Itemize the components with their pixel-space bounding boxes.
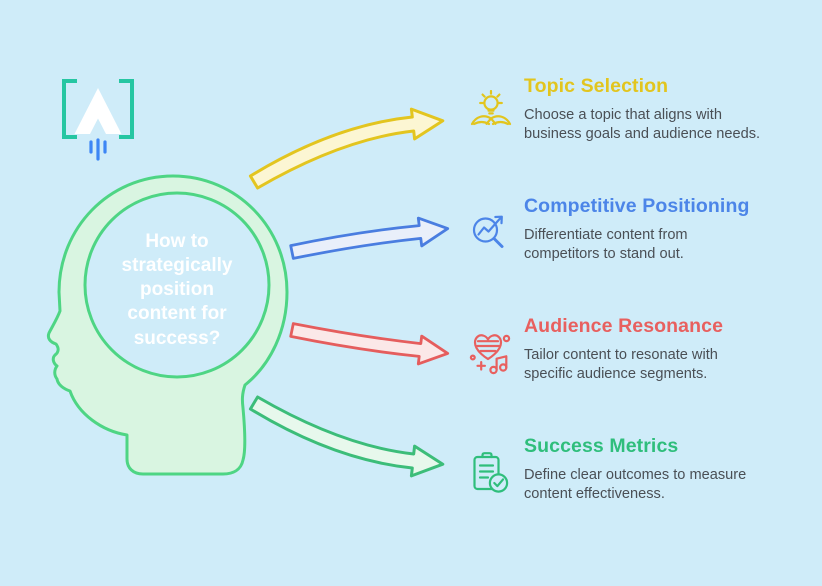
arrow-topic-selection [248,107,445,190]
item-success-metrics: Success Metrics Define clear outcomes to… [468,435,798,503]
item-title: Topic Selection [524,75,669,97]
heart-music-icon [469,334,511,375]
arrow-competitive-positioning [289,216,450,260]
magnifier-trend-icon [472,215,504,248]
bracket-a-rocket-logo-icon [62,79,134,161]
item-description: Tailor content to resonate with specific… [524,347,718,382]
item-competitive-positioning: Competitive Positioning Differentiate co… [468,195,798,263]
item-audience-resonance: Audience Resonance Tailor content to res… [468,315,798,383]
item-description: Differentiate content from competitors t… [524,227,688,262]
lightbulb-idea-icon [470,90,512,126]
arrow-success-metrics [248,395,445,478]
brain-circle [83,191,271,379]
item-title: Success Metrics [524,435,679,457]
head-silhouette [46,174,289,476]
logo-left-bracket [62,79,77,139]
item-topic-selection: Topic Selection Choose a topic that alig… [468,75,798,143]
item-title: Competitive Positioning [524,195,750,217]
item-description: Choose a topic that aligns with business… [524,107,761,142]
logo-exhaust-lines [89,138,107,161]
item-title: Audience Resonance [524,315,724,337]
clipboard-check-icon [473,452,509,493]
arrow-audience-resonance [289,322,450,366]
item-description: Define clear outcomes to measure content… [524,467,747,502]
logo-a-shape [74,88,122,134]
central-question: How to strategically position content fo… [121,231,233,349]
logo-right-bracket [119,79,134,139]
